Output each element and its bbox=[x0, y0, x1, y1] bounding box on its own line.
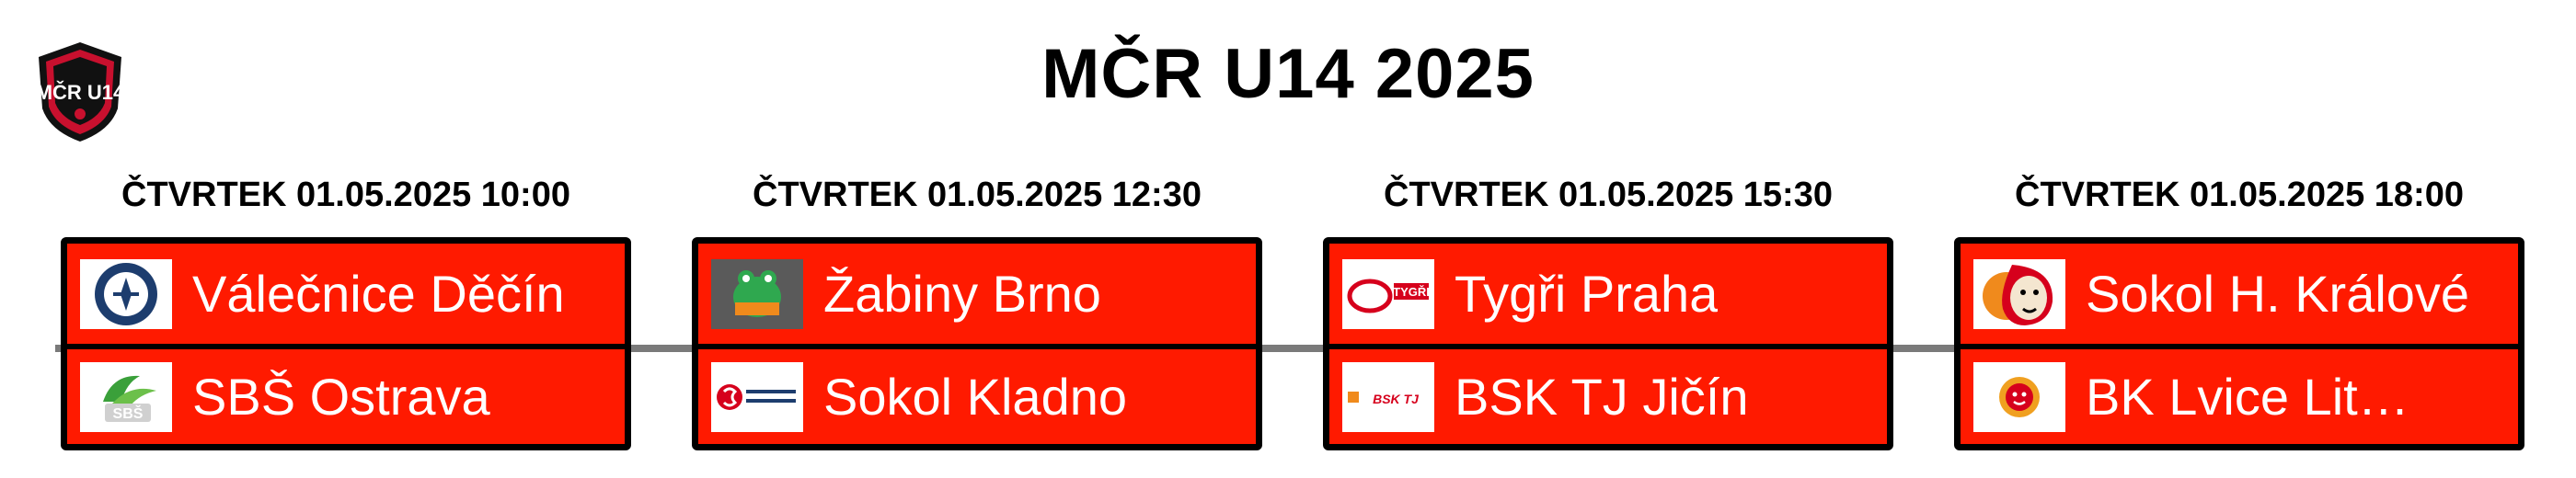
team-row-away: Sokol Kladno bbox=[698, 344, 1256, 444]
match-card-4: ČTVRTEK 01.05.2025 18:00 Sokol H. Králov… bbox=[1954, 173, 2524, 450]
team-row-away: BK Lvice Lit… bbox=[1961, 344, 2518, 444]
sokol-kladno-logo-icon bbox=[711, 361, 803, 432]
team-row-home: TYGŘI Tygři Praha bbox=[1329, 244, 1887, 344]
sbs-ostrava-logo-icon: SBŠ bbox=[80, 361, 172, 432]
svg-text:MČR U14: MČR U14 bbox=[36, 81, 125, 104]
match-time: ČTVRTEK 01.05.2025 15:30 bbox=[1384, 176, 1833, 214]
team-row-home: Válečnice Děčín bbox=[67, 244, 625, 344]
svg-text:BSK TJ: BSK TJ bbox=[1373, 392, 1420, 406]
page-title: MČR U14 2025 bbox=[1041, 35, 1535, 113]
match-box: TYGŘI Tygři Praha BSK TJ BSK TJ Jičín bbox=[1323, 237, 1893, 450]
team-row-home: Sokol H. Králové bbox=[1961, 244, 2518, 344]
team-row-away: BSK TJ BSK TJ Jičín bbox=[1329, 344, 1887, 444]
bracket-connector-line bbox=[55, 345, 2521, 352]
match-box: Žabiny Brno Sokol Kladno bbox=[692, 237, 1262, 450]
svg-text:TYGŘI: TYGŘI bbox=[1393, 285, 1430, 299]
team-name: SBŠ Ostrava bbox=[192, 367, 490, 426]
team-name: Válečnice Děčín bbox=[192, 264, 565, 323]
team-name: BSK TJ Jičín bbox=[1455, 367, 1749, 426]
team-name: BK Lvice Lit… bbox=[2086, 367, 2409, 426]
match-box: Válečnice Děčín SBŠ SBŠ Ostrava bbox=[61, 237, 631, 450]
team-name: Žabiny Brno bbox=[823, 264, 1101, 323]
team-row-home: Žabiny Brno bbox=[698, 244, 1256, 344]
bk-lvice-litomerice-logo-icon bbox=[1973, 361, 2065, 432]
bsk-tj-jicin-logo-icon: BSK TJ bbox=[1342, 361, 1434, 432]
match-card-2: ČTVRTEK 01.05.2025 12:30 Žabiny Brno bbox=[692, 173, 1262, 450]
match-card-3: ČTVRTEK 01.05.2025 15:30 TYGŘI Tygři Pra… bbox=[1323, 173, 1893, 450]
match-time: ČTVRTEK 01.05.2025 18:00 bbox=[2015, 176, 2464, 214]
tygri-praha-logo-icon: TYGŘI bbox=[1342, 258, 1434, 329]
team-row-away: SBŠ SBŠ Ostrava bbox=[67, 344, 625, 444]
match-card-1: ČTVRTEK 01.05.2025 10:00 Válečnice Děčín bbox=[61, 173, 631, 450]
team-name: Sokol Kladno bbox=[823, 367, 1128, 426]
zabiny-brno-frog-logo-icon bbox=[711, 258, 803, 329]
match-time: ČTVRTEK 01.05.2025 12:30 bbox=[753, 176, 1202, 214]
svg-text:SBŠ: SBŠ bbox=[113, 404, 144, 422]
match-time: ČTVRTEK 01.05.2025 10:00 bbox=[121, 176, 570, 214]
match-box: Sokol H. Králové BK Lvice Lit… bbox=[1954, 237, 2524, 450]
team-name: Sokol H. Králové bbox=[2086, 264, 2470, 323]
sokol-hradec-kralove-lion-logo-icon bbox=[1973, 258, 2065, 329]
team-name: Tygři Praha bbox=[1455, 264, 1719, 323]
bk-armex-decin-logo-icon bbox=[80, 258, 172, 329]
tournament-logo: MČR U14 bbox=[36, 42, 125, 142]
